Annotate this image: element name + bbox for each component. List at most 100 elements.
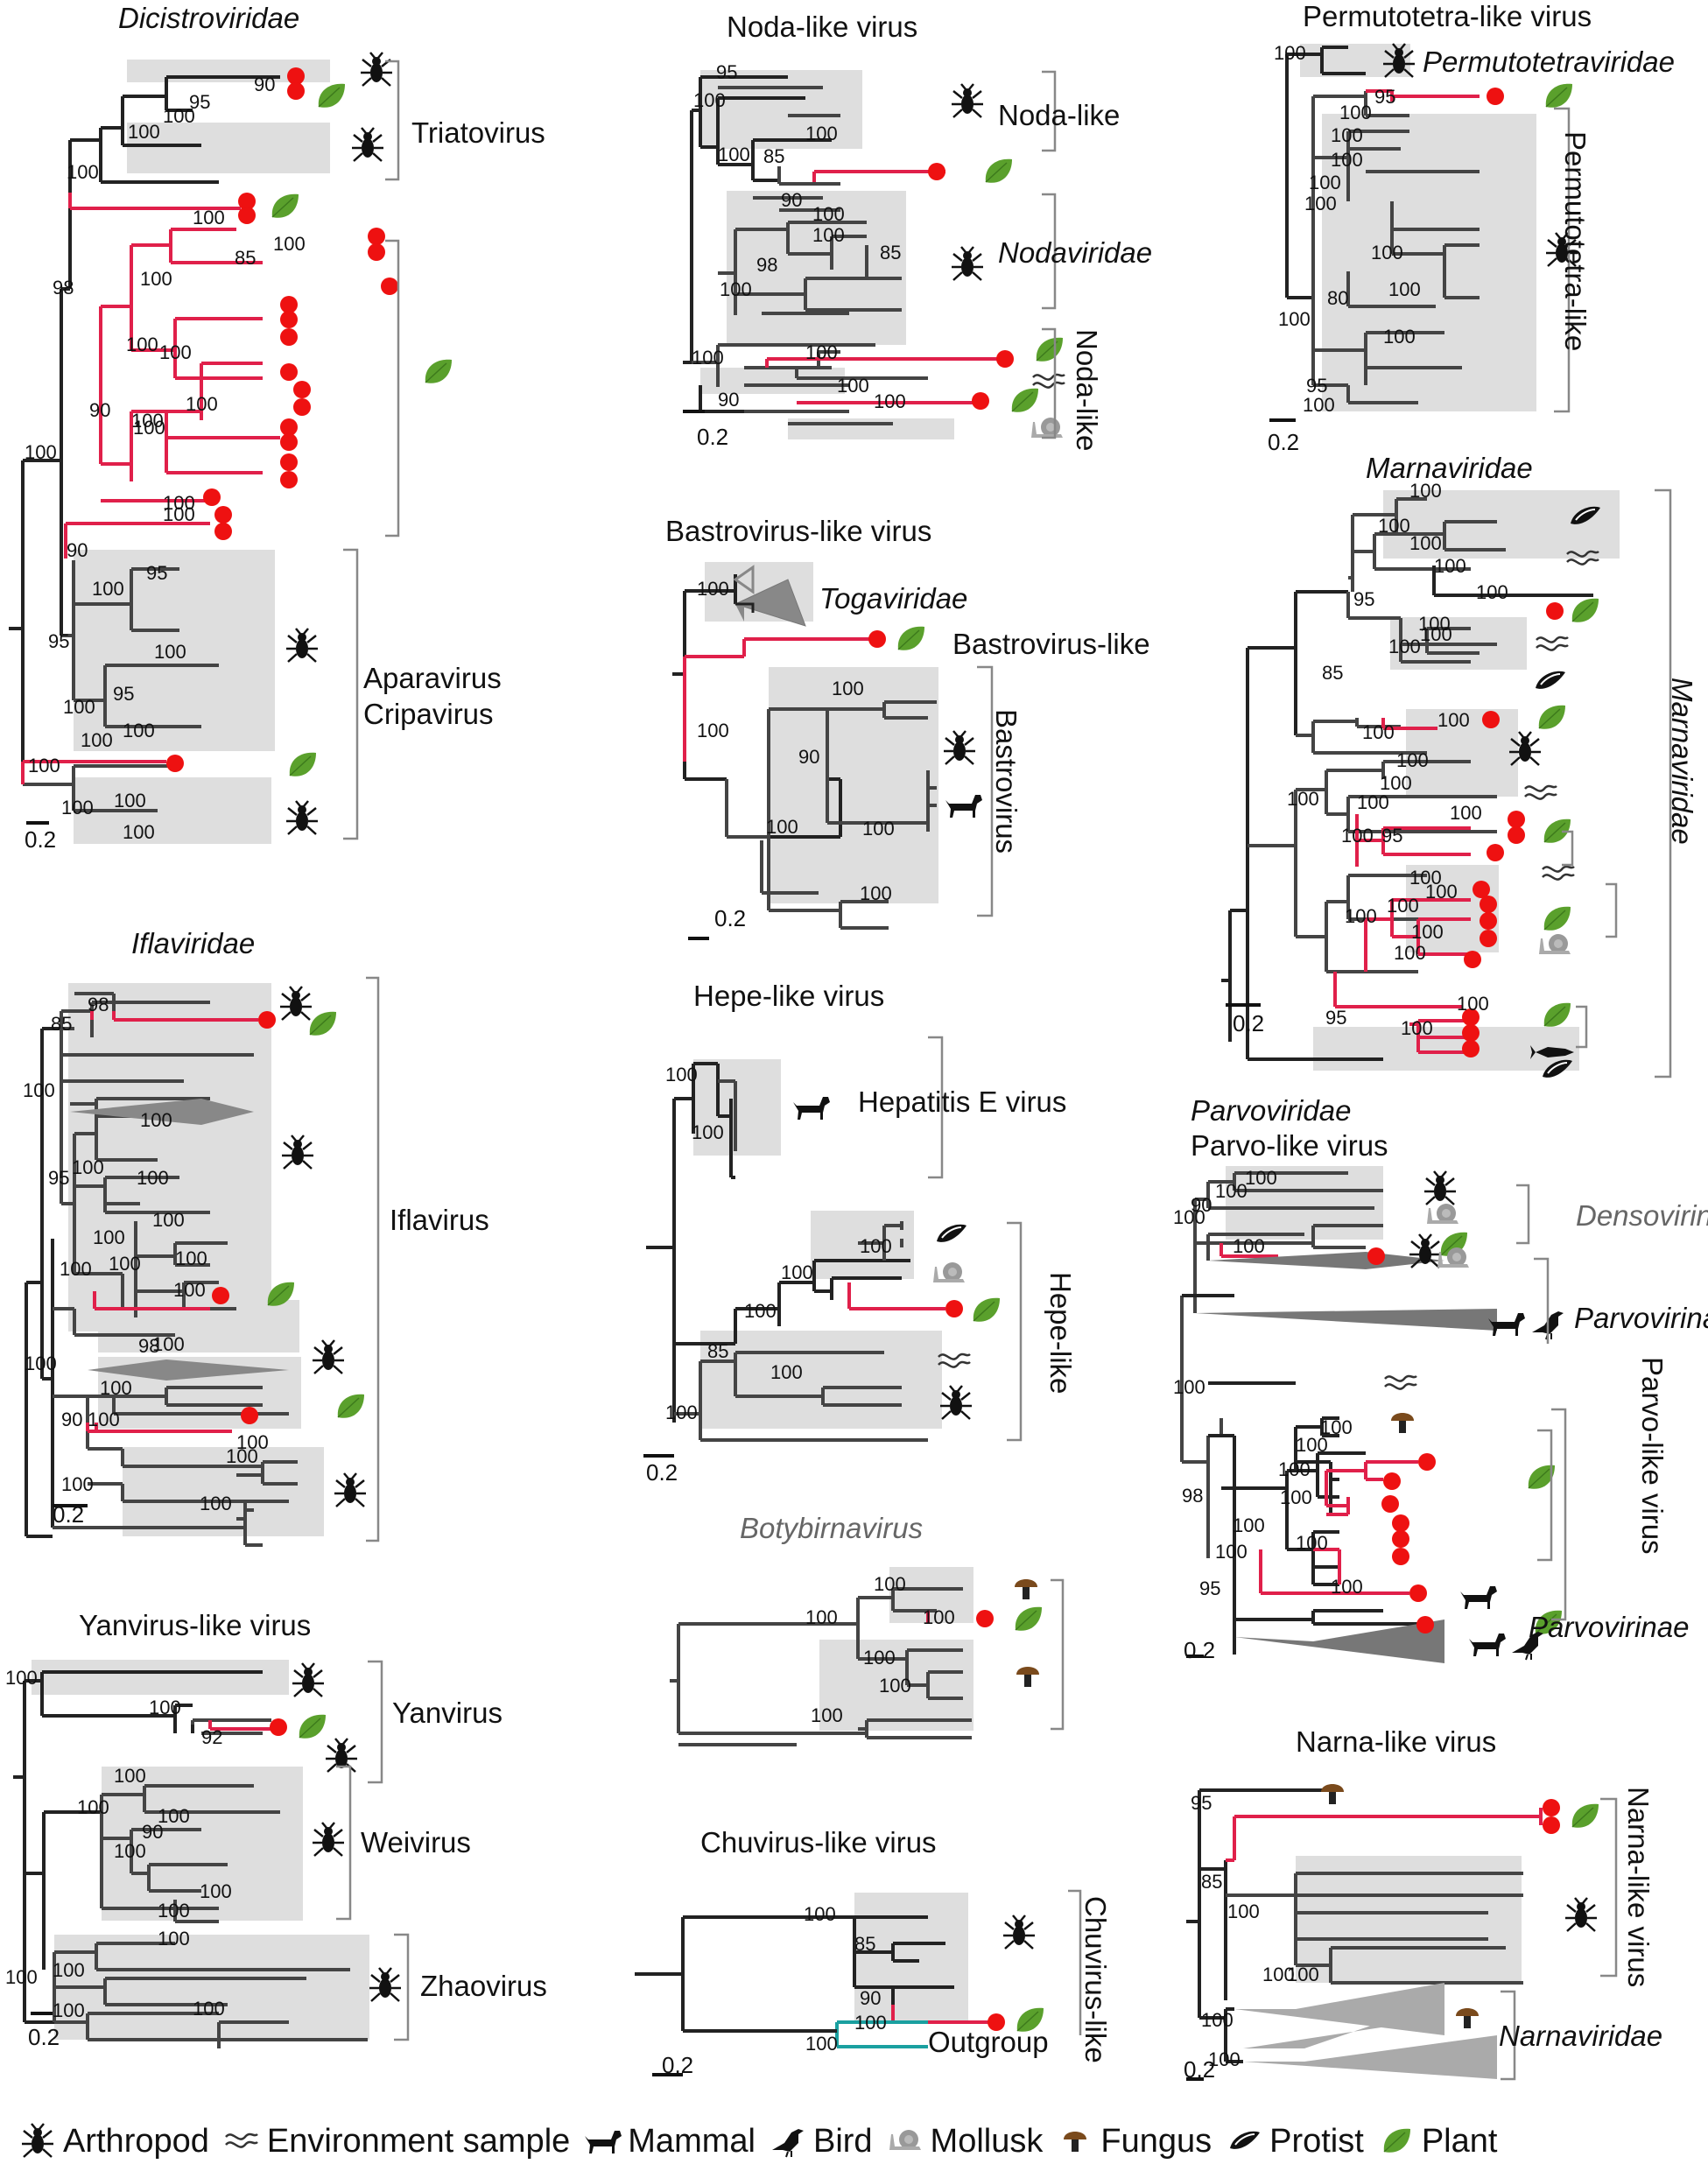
svg-text:100: 100	[1278, 308, 1311, 330]
svg-text:100: 100	[163, 503, 195, 525]
svg-text:100: 100	[1331, 1576, 1363, 1598]
clade-yanvirus: Yanvirus	[392, 1697, 503, 1729]
scale-label: 0.2	[25, 826, 57, 853]
clade-zhaovirus: Zhaovirus	[420, 1970, 547, 2002]
svg-text:100: 100	[1388, 636, 1421, 657]
svg-text:100: 100	[200, 1880, 232, 1902]
svg-text:100: 100	[692, 1121, 724, 1143]
svg-text:90: 90	[67, 539, 88, 561]
svg-text:100: 100	[837, 375, 869, 397]
mollusk-icon	[889, 2130, 921, 2150]
bird-icon	[770, 2128, 805, 2158]
svg-text:100: 100	[158, 1900, 190, 1922]
svg-text:100: 100	[140, 1109, 172, 1131]
svg-text:100: 100	[126, 334, 158, 355]
svg-text:100: 100	[61, 1473, 94, 1495]
panel-title: Marnaviridae	[1366, 452, 1533, 484]
clade-bastrovirus: Bastrovirus	[990, 709, 1023, 854]
svg-text:100: 100	[173, 1279, 206, 1301]
svg-text:100: 100	[23, 1079, 55, 1101]
legend: Arthropod Environment sample Mammal Bird…	[18, 2118, 1698, 2164]
svg-text:100: 100	[128, 121, 160, 143]
scale-label: 0.2	[697, 424, 729, 450]
svg-text:90: 90	[61, 1409, 82, 1430]
legend-item-mammal: Mammal	[582, 2121, 756, 2161]
svg-text:85: 85	[854, 1933, 875, 1955]
svg-text:100: 100	[273, 233, 306, 255]
panel-title: Permutotetra-like virus	[1303, 0, 1592, 32]
protist-icon	[1229, 2130, 1262, 2150]
svg-text:95: 95	[48, 1167, 69, 1189]
panel-title: Narna-like virus	[1296, 1725, 1497, 1758]
panel-title: Yanvirus-like virus	[79, 1609, 312, 1641]
svg-text:95: 95	[1325, 1007, 1346, 1029]
svg-text:100: 100	[860, 882, 892, 904]
svg-text:100: 100	[25, 441, 57, 463]
svg-text:100: 100	[1362, 721, 1395, 743]
svg-text:85: 85	[235, 247, 256, 269]
svg-text:100: 100	[665, 1064, 698, 1086]
legend-label: Bird	[812, 2122, 873, 2160]
svg-text:100: 100	[781, 1261, 813, 1283]
svg-text:100: 100	[812, 203, 845, 225]
svg-text:100: 100	[805, 123, 838, 144]
svg-text:100: 100	[175, 1247, 207, 1269]
svg-text:95: 95	[146, 562, 167, 584]
svg-text:100: 100	[1303, 394, 1335, 416]
svg-text:100: 100	[1331, 149, 1363, 171]
clade-permutotetraviridae: Permutotetraviridae	[1423, 46, 1675, 78]
svg-text:100: 100	[1371, 242, 1403, 263]
svg-text:100: 100	[154, 641, 186, 663]
svg-text:95: 95	[1353, 588, 1374, 610]
svg-text:98: 98	[88, 994, 109, 1015]
legend-item-environment-sample: Environment sample	[221, 2121, 570, 2161]
svg-text:98: 98	[138, 1335, 159, 1357]
svg-text:100: 100	[1274, 42, 1306, 64]
svg-text:95: 95	[189, 91, 210, 113]
svg-text:98: 98	[53, 277, 74, 299]
clade-parvovirinae-2: Parvovirinae	[1529, 1611, 1690, 1643]
svg-text:100: 100	[60, 1258, 92, 1280]
svg-text:95: 95	[48, 630, 69, 652]
svg-text:85: 85	[51, 1013, 72, 1035]
scale-label: 0.2	[28, 2024, 60, 2050]
svg-text:100: 100	[1411, 921, 1444, 943]
svg-text:95: 95	[716, 61, 737, 83]
svg-text:100: 100	[77, 1796, 109, 1818]
scale-label: 0.2	[1268, 429, 1300, 455]
arthropod-icon	[20, 2122, 55, 2159]
svg-text:100: 100	[193, 207, 225, 228]
svg-text:85: 85	[880, 242, 901, 263]
legend-item-fungus: Fungus	[1055, 2121, 1212, 2161]
svg-text:90: 90	[798, 746, 819, 768]
svg-text:100: 100	[1357, 791, 1389, 813]
svg-text:100: 100	[693, 89, 726, 111]
svg-text:100: 100	[236, 1431, 269, 1453]
svg-text:100: 100	[123, 821, 155, 843]
svg-text:100: 100	[133, 417, 165, 439]
legend-item-plant: Plant	[1376, 2121, 1498, 2161]
svg-text:100: 100	[1383, 326, 1416, 348]
svg-text:100: 100	[854, 2012, 887, 2034]
svg-text:100: 100	[1173, 1376, 1205, 1398]
svg-text:100: 100	[1437, 709, 1470, 731]
legend-item-mollusk: Mollusk	[885, 2121, 1043, 2161]
svg-text:100: 100	[1201, 2009, 1234, 2031]
svg-text:100: 100	[186, 393, 218, 415]
svg-text:100: 100	[697, 720, 729, 741]
svg-text:100: 100	[152, 1333, 185, 1355]
svg-text:100: 100	[805, 1606, 838, 1628]
clade-marnaviridae: Marnaviridae	[1666, 678, 1698, 845]
svg-text:100: 100	[1345, 905, 1377, 927]
legend-label: Plant	[1421, 2122, 1498, 2160]
svg-text:100: 100	[131, 410, 164, 432]
svg-text:100: 100	[81, 729, 113, 751]
svg-text:100: 100	[879, 1675, 911, 1697]
